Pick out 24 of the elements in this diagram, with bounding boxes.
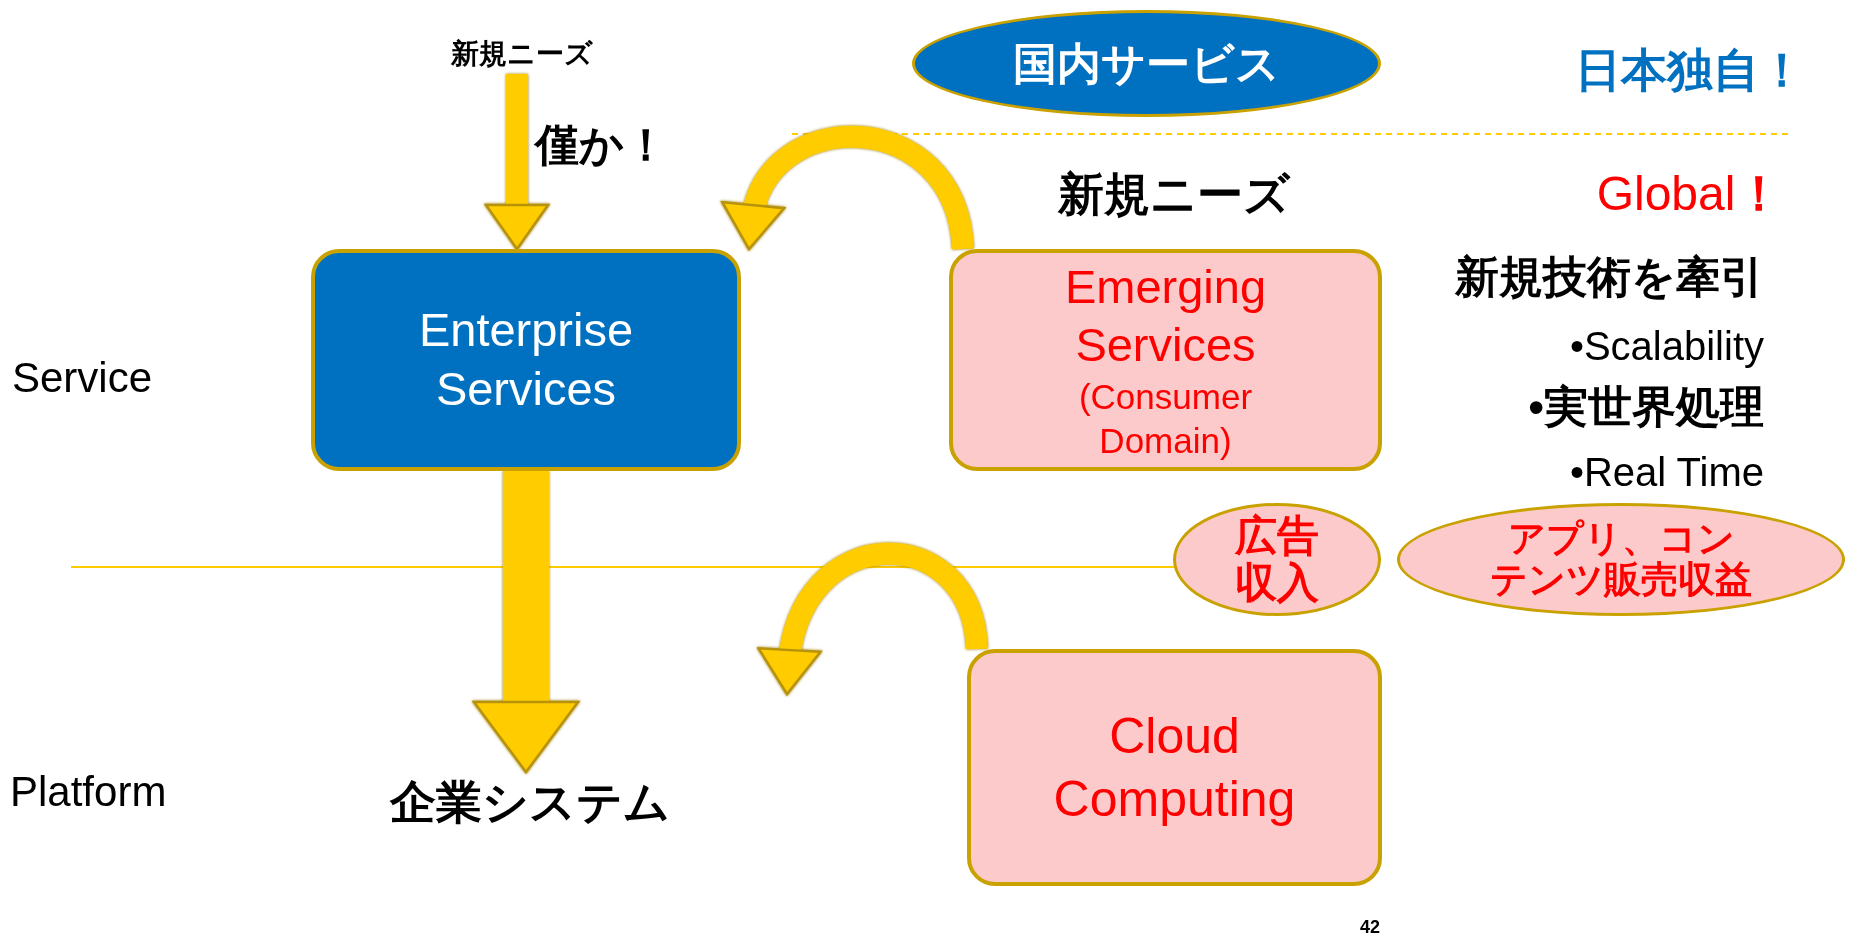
block-arrow: [484, 74, 550, 251]
node-text: 国内サービス: [1013, 37, 1280, 90]
node-text: 広告収入: [1233, 513, 1320, 606]
text-label: 新規技術を牽引: [1454, 251, 1764, 303]
text-label: 42: [1359, 916, 1381, 939]
node-text: Enterprise Services: [417, 302, 635, 417]
text-label: Platform: [10, 767, 168, 817]
node-text: 新規ニーズ: [451, 37, 593, 71]
block-arrow: [472, 471, 580, 774]
text-label: Service: [12, 353, 154, 403]
text-label: •Scalability: [1568, 323, 1764, 370]
node-text: 企業システム: [390, 774, 670, 830]
text-label: Global！: [1595, 166, 1785, 222]
text-label: 日本独自！: [1574, 43, 1806, 98]
process-box: [949, 249, 1382, 471]
text-label: •Real Time: [1568, 449, 1764, 496]
node-text: (Consumer Domain): [1077, 376, 1254, 462]
text-label: 新規ニーズ: [1057, 167, 1292, 222]
node-text: Emerging Services: [1063, 258, 1268, 374]
process-box: [311, 249, 741, 471]
node-text: アプリ、コンテンツ販売収益: [1489, 518, 1753, 601]
text-label: •実世界処理: [1527, 381, 1764, 433]
node-text: Cloud Computing: [1052, 707, 1297, 829]
process-box: [967, 649, 1382, 886]
